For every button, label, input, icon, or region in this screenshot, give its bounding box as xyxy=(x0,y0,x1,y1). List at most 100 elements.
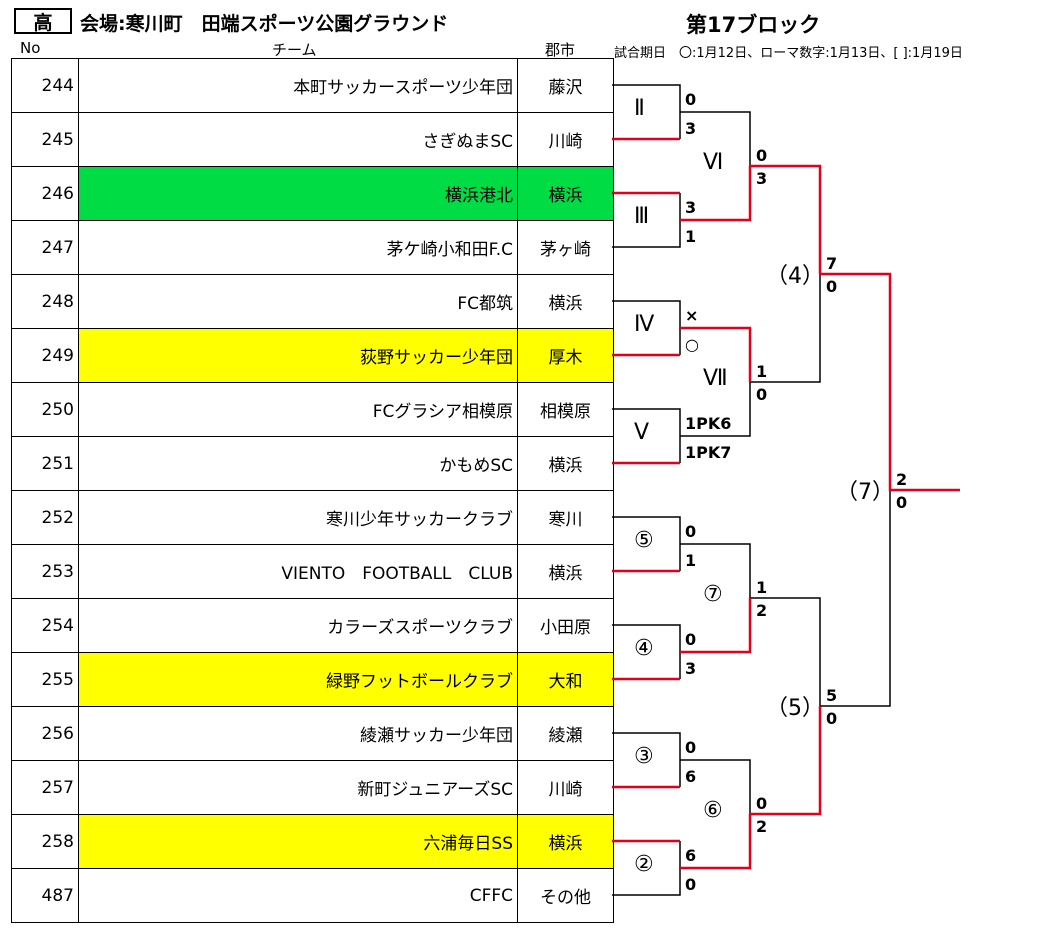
bracket-line-winner xyxy=(680,598,752,654)
bracket-line xyxy=(612,841,681,896)
bracket-line xyxy=(612,732,681,787)
bracket-line xyxy=(820,490,891,707)
bracket-line xyxy=(680,382,751,437)
bracket-line xyxy=(680,759,751,814)
team-number: 245 xyxy=(11,112,79,167)
match-label: ⑦ xyxy=(703,582,723,607)
score-top: 7 xyxy=(826,254,838,273)
team-name: 綾瀬サッカー少年団 xyxy=(78,706,518,761)
team-name: 六浦毎日SS xyxy=(78,814,518,869)
score-bottom: 1 xyxy=(685,227,697,246)
block-title: 第17ブロック xyxy=(686,13,821,37)
match-label: ② xyxy=(634,852,654,877)
match-label: ⑤ xyxy=(634,528,654,553)
score-bottom: 0 xyxy=(685,875,697,894)
bracket-line-winner xyxy=(820,272,960,492)
bracket-line xyxy=(680,543,751,598)
score-top: 0 xyxy=(756,794,768,813)
score-bottom: 1PK7 xyxy=(685,443,732,462)
team-number: 253 xyxy=(11,544,79,599)
column-header-city: 郡市 xyxy=(545,41,576,59)
team-name: かもめSC xyxy=(78,436,518,491)
team-city: 小田原 xyxy=(517,598,614,653)
bracket-line xyxy=(680,111,751,166)
team-city: 大和 xyxy=(517,652,614,707)
bracket-line xyxy=(612,516,681,571)
team-name: 荻野サッカー少年団 xyxy=(78,328,518,383)
team-city: 藤沢 xyxy=(517,58,614,113)
team-name: 寒川少年サッカークラブ xyxy=(78,490,518,545)
team-number: 246 xyxy=(11,166,79,221)
score-top: 0 xyxy=(685,522,697,541)
match-label: ④ xyxy=(634,636,654,661)
score-top: 0 xyxy=(685,90,697,109)
team-number: 249 xyxy=(11,328,79,383)
score-top: 6 xyxy=(685,846,697,865)
score-bottom: 3 xyxy=(685,659,697,678)
match-label: Ⅵ xyxy=(703,150,724,175)
bracket-line xyxy=(750,597,821,706)
score-bottom: 0 xyxy=(826,277,838,296)
score-bottom: 2 xyxy=(756,601,768,620)
match-label: Ⅴ xyxy=(634,420,650,445)
match-label: ③ xyxy=(634,744,654,769)
team-city: 横浜 xyxy=(517,544,614,599)
team-city: 寒川 xyxy=(517,490,614,545)
score-top: 5 xyxy=(826,686,838,705)
score-bottom: 3 xyxy=(685,119,697,138)
team-number: 248 xyxy=(11,274,79,329)
team-city: 茅ヶ崎 xyxy=(517,220,614,275)
match-label: Ⅶ xyxy=(703,366,728,391)
score-bottom: 3 xyxy=(756,169,768,188)
column-header-team: チーム xyxy=(272,41,317,59)
team-city: 横浜 xyxy=(517,436,614,491)
bracket-line xyxy=(612,300,681,355)
venue-title: 会場:寒川町 田端スポーツ公園グラウンド xyxy=(80,13,449,35)
team-city: その他 xyxy=(517,868,614,923)
score-bottom: 1 xyxy=(685,551,697,570)
bracket-line xyxy=(612,624,681,679)
team-name: 本町サッカースポーツ少年団 xyxy=(78,58,518,113)
bracket-line-winner xyxy=(680,326,752,382)
team-number: 250 xyxy=(11,382,79,437)
match-label: （4） xyxy=(766,264,824,289)
team-number: 255 xyxy=(11,652,79,707)
bracket-line xyxy=(612,193,681,248)
score-bottom: 0 xyxy=(896,493,908,512)
match-label: Ⅱ xyxy=(634,96,645,121)
bracket-line xyxy=(612,84,681,139)
score-top: × xyxy=(685,306,699,325)
match-label: Ⅳ xyxy=(634,312,655,337)
score-top: 1PK6 xyxy=(685,414,732,433)
score-top: 0 xyxy=(756,146,768,165)
score-top: 0 xyxy=(685,630,697,649)
team-name: FC都筑 xyxy=(78,274,518,329)
team-city: 横浜 xyxy=(517,166,614,221)
match-label: ⑥ xyxy=(703,798,723,823)
team-name: VIENTO FOOTBALL CLUB xyxy=(78,544,518,599)
match-label: （7） xyxy=(836,480,894,505)
score-top: 3 xyxy=(685,198,697,217)
team-number: 247 xyxy=(11,220,79,275)
team-number: 487 xyxy=(11,868,79,923)
score-bottom: 0 xyxy=(756,385,768,404)
bracket-line-winner xyxy=(680,166,752,222)
score-top: 0 xyxy=(685,738,697,757)
bracket-line xyxy=(612,408,681,463)
match-label: Ⅲ xyxy=(634,204,650,229)
score-bottom: 0 xyxy=(826,709,838,728)
score-top: 2 xyxy=(896,470,908,489)
category-badge: 高 xyxy=(14,8,72,34)
